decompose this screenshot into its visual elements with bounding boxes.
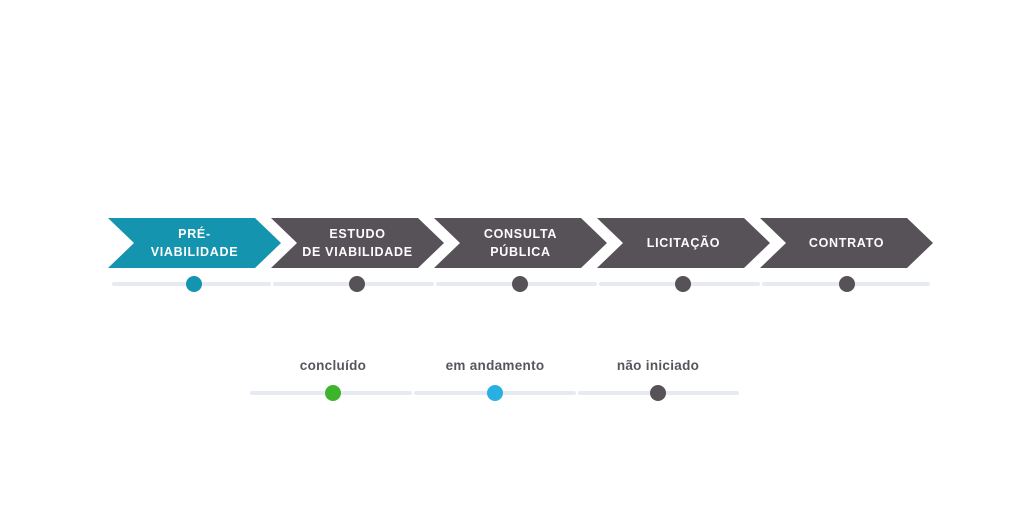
stage-label-line: CONTRATO	[808, 236, 885, 250]
stage-arrow-licitacao: LICITAÇÃO	[597, 218, 770, 268]
stage-arrow-contrato: CONTRATO	[760, 218, 933, 268]
legend-label-nao-iniciado: não iniciado	[616, 358, 700, 373]
legend-dot-concluido	[325, 385, 341, 401]
stage-arrow-estudo-de-viabilidade: ESTUDO DE VIABILIDADE	[271, 218, 444, 268]
stage-arrow-consulta-publica: CONSULTA PÚBLICA	[434, 218, 607, 268]
legend-label-concluido: concluído	[299, 358, 367, 373]
stage-status-dot-estudo-de-viabilidade	[349, 276, 365, 292]
stage-status-dot-consulta-publica	[512, 276, 528, 292]
stage-label-line: LICITAÇÃO	[646, 236, 721, 250]
stage-label-line: VIABILIDADE	[150, 245, 239, 259]
stage-label-line: CONSULTA	[483, 227, 558, 241]
stage-label-line: ESTUDO	[329, 227, 386, 241]
stage-label-line: DE VIABILIDADE	[302, 245, 413, 259]
stage-status-dot-licitacao	[675, 276, 691, 292]
stage-label-line: PRÉ-	[178, 227, 211, 241]
legend-dot-em-andamento	[487, 385, 503, 401]
stage-arrow-pre-viabilidade: PRÉ- VIABILIDADE	[108, 218, 281, 268]
stage-status-dot-contrato	[839, 276, 855, 292]
stage-status-dot-pre-viabilidade	[186, 276, 202, 292]
stage-label-line: PÚBLICA	[490, 245, 551, 259]
legend-label-em-andamento: em andamento	[445, 358, 545, 373]
legend-dot-nao-iniciado	[650, 385, 666, 401]
